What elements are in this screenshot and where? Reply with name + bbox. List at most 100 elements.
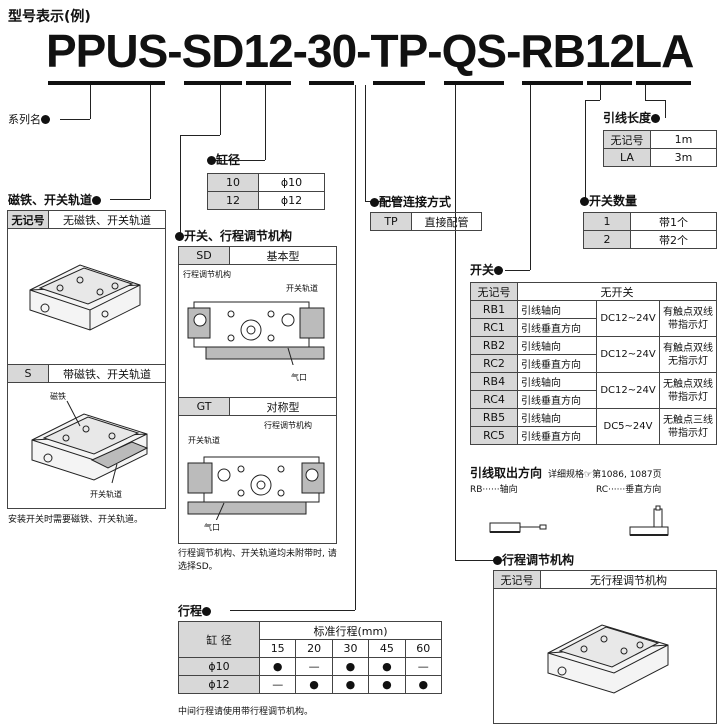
code-segment: LA bbox=[634, 25, 694, 77]
code-separator: - bbox=[506, 25, 521, 77]
stroke-mark: ● bbox=[368, 657, 406, 676]
code-underline bbox=[636, 81, 692, 85]
mech-sd-illustration bbox=[187, 301, 325, 365]
bullet-icon bbox=[370, 198, 379, 207]
code-underline bbox=[586, 81, 633, 85]
code-underline bbox=[372, 81, 426, 85]
rail-label: 开关轨道 bbox=[90, 490, 122, 499]
bore-heading: 缸径 bbox=[207, 153, 240, 167]
stroke-heading: 行程 bbox=[178, 604, 212, 618]
code-underline bbox=[522, 81, 583, 85]
stroke-value: 45 bbox=[368, 639, 406, 658]
rc-direction: RC······垂直方向 bbox=[596, 485, 662, 495]
bullet-icon bbox=[651, 114, 661, 123]
code-separator: - bbox=[427, 25, 442, 77]
bullet-icon bbox=[580, 197, 589, 206]
lead-direction-ref: 详细规格☞第1086, 1087页 bbox=[548, 470, 662, 480]
bullet-icon bbox=[202, 607, 212, 616]
stroke-mark: ● bbox=[258, 657, 297, 676]
bullet-icon bbox=[175, 232, 184, 241]
stroke-value: 15 bbox=[258, 639, 297, 658]
code-underline bbox=[443, 81, 505, 85]
rail-label: 开关轨道 bbox=[286, 284, 318, 293]
line-series bbox=[60, 119, 90, 120]
magnet-row-0: 无记号无磁铁、开关轨道 bbox=[7, 210, 166, 229]
adjust-label: 行程调节机构 bbox=[264, 421, 312, 430]
stroke-mark: — bbox=[295, 657, 333, 676]
switch-heading: 开关 bbox=[470, 263, 504, 277]
port-label: 气口 bbox=[204, 523, 220, 532]
stroke-mark: ● bbox=[368, 675, 406, 694]
piping-heading: 配管连接方式 bbox=[370, 195, 451, 209]
code-segment: 12 bbox=[584, 25, 635, 77]
axial-lead-icon bbox=[489, 522, 547, 533]
stroke-value: 60 bbox=[404, 639, 443, 658]
switch-row-none: 无记号 无开关 bbox=[470, 282, 717, 301]
bullet-icon bbox=[493, 556, 502, 565]
adjust-table: 无记号无行程调节机构 bbox=[493, 570, 717, 589]
adjust-heading: 行程调节机构 bbox=[493, 553, 574, 567]
code-segment: 12 bbox=[243, 25, 294, 77]
adjust-label: 行程调节机构 bbox=[183, 270, 231, 279]
stroke-value: 30 bbox=[331, 639, 370, 658]
code-segment: RB bbox=[520, 25, 585, 77]
series-label: 系列名 bbox=[8, 113, 50, 127]
code-underline bbox=[183, 81, 242, 85]
bullet-icon bbox=[494, 266, 504, 275]
page-title: 型号表示(例) bbox=[8, 9, 91, 25]
bullet-icon bbox=[92, 196, 102, 205]
lead-direction-title: 引线取出方向 bbox=[470, 466, 543, 480]
code-underline bbox=[309, 81, 355, 85]
vertical-lead-icon bbox=[629, 505, 669, 536]
cylinder-no-adjuster-illustration bbox=[547, 624, 669, 694]
code-segment: TP bbox=[370, 25, 429, 77]
mech-heading: 开关、行程调节机构 bbox=[175, 229, 292, 243]
rail-label: 开关轨道 bbox=[188, 436, 220, 445]
cylinder-no-magnet-illustration bbox=[29, 264, 141, 331]
stroke-row: ϕ10●—●●— bbox=[178, 657, 443, 676]
code-segment: QS bbox=[441, 25, 507, 77]
mech-note: 行程调节机构、开关轨道均未附带时, 请选择SD。 bbox=[178, 549, 337, 572]
cylinder-with-magnet-illustration bbox=[31, 400, 149, 484]
code-separator: - bbox=[167, 25, 182, 77]
bullet-icon bbox=[207, 156, 216, 165]
magnet-label: 磁铁 bbox=[50, 392, 66, 401]
stroke-mark: ● bbox=[295, 675, 333, 694]
stroke-mark: ● bbox=[331, 675, 370, 694]
stroke-mark: — bbox=[258, 675, 297, 694]
stroke-value: 20 bbox=[295, 639, 333, 658]
mech-gt-illustration bbox=[187, 456, 325, 520]
code-underline bbox=[245, 81, 291, 85]
code-segment: PPUS bbox=[46, 25, 168, 77]
magnet-note: 安装开关时需要磁铁、开关轨道。 bbox=[8, 515, 144, 525]
stroke-row: ϕ12—●●●● bbox=[178, 675, 443, 694]
stroke-mark: — bbox=[404, 657, 443, 676]
stroke-mark: ● bbox=[404, 675, 443, 694]
code-separator: - bbox=[356, 25, 371, 77]
code-segment: SD bbox=[181, 25, 245, 77]
lead-heading: 引线长度 bbox=[603, 111, 661, 125]
